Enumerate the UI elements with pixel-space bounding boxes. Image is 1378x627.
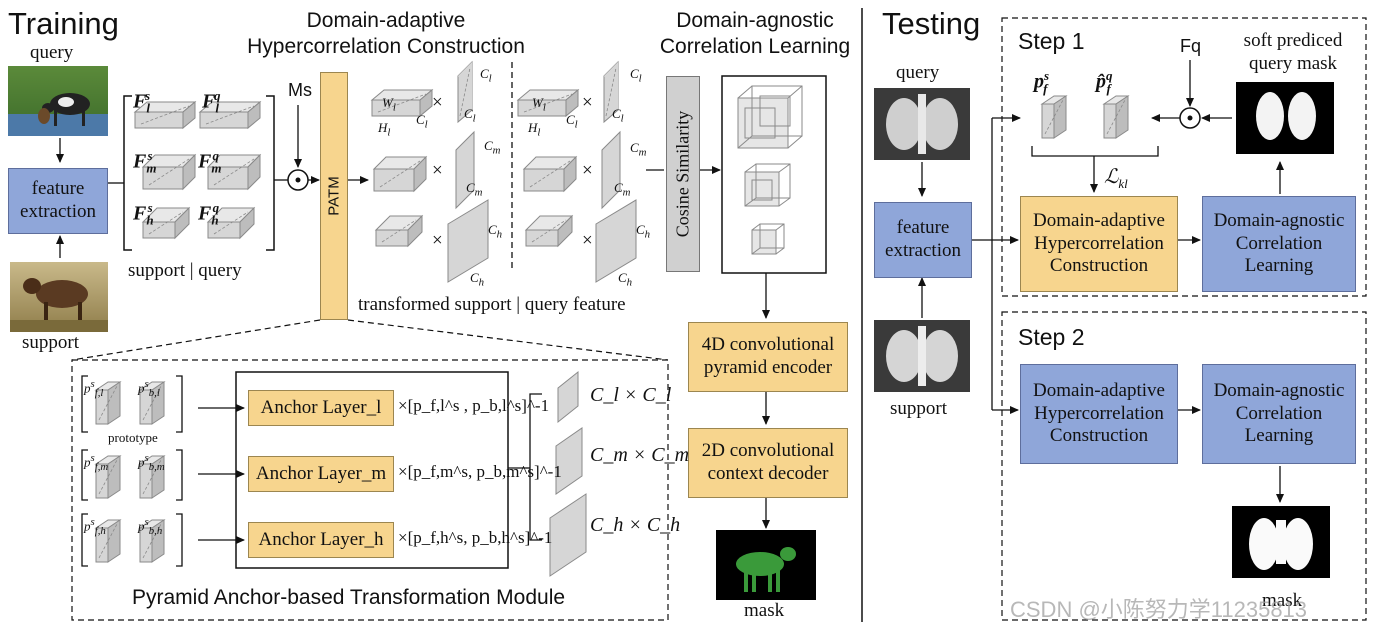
ch-label-d: Ch: [618, 270, 633, 289]
step2-dacl-block: Domain-agnostic Correlation Learning: [1202, 364, 1356, 464]
support-image: [10, 262, 108, 332]
anchor-formula-l: ×[p_f,l^s , p_b,l^s]^-1: [398, 396, 550, 415]
training-mask-label: mask: [744, 600, 785, 621]
training-support-label: support: [22, 332, 79, 353]
times-2: ×: [432, 160, 443, 181]
testing-query-xray: [874, 88, 970, 160]
cm-label-d: Cm: [614, 180, 631, 199]
proto-label-bl: psb,l: [138, 378, 160, 399]
feature-label-Fhq: Fhq: [198, 200, 220, 228]
cl-label-c: Cl: [630, 66, 642, 85]
feature-label-Fmq: Fmq: [198, 148, 222, 176]
step2-label: Step 2: [1018, 324, 1085, 350]
feature-label-Flq: Flq: [202, 88, 221, 116]
cl-depth-label-1: Cl: [416, 112, 428, 131]
watermark: CSDN @小陈努力学11235813: [1010, 597, 1308, 622]
times-1: ×: [432, 92, 443, 113]
feature-label-Fls: Fls: [133, 88, 151, 116]
cl-label-b: Cl: [464, 106, 476, 125]
cosine-similarity-label: Cosine Similarity: [672, 110, 693, 238]
cm-label-c: Cm: [630, 140, 647, 159]
step1-dacl-block: Domain-agnostic Correlation Learning: [1202, 196, 1356, 292]
training-query-label: query: [30, 42, 74, 63]
feature-label-Fms: Fms: [133, 148, 157, 176]
step1-dahc-block: Domain-adaptive Hypercorrelation Constru…: [1020, 196, 1178, 292]
hl-label-2: Hl: [528, 120, 541, 139]
decoder-block: 2D convolutional context decoder: [688, 428, 848, 498]
step1-label: Step 1: [1018, 28, 1085, 54]
support-query-caption: support | query: [128, 260, 242, 281]
cm-label-a: Cm: [484, 138, 501, 157]
testing-support-xray: [874, 320, 970, 392]
wl-label-1: Wl: [382, 95, 396, 114]
cl-label-d: Cl: [612, 106, 624, 125]
proto-label-fm: psf,m: [84, 452, 109, 473]
testing-support-label: support: [890, 398, 947, 419]
cosine-similarity-block: Cosine Similarity: [666, 76, 700, 272]
soft-mask-label: soft prediced query mask: [1243, 30, 1343, 74]
encoder-block: 4D convolutional pyramid encoder: [688, 322, 848, 392]
transformed-caption: transformed support | query feature: [358, 294, 626, 315]
training-feature-extraction: feature extraction: [8, 168, 108, 234]
wl-label-2: Wl: [532, 95, 546, 114]
pf-s-label: psf: [1034, 68, 1050, 96]
testing-query-label: query: [896, 62, 940, 83]
testing-feature-extraction: feature extraction: [874, 202, 972, 278]
ch-label-c: Ch: [636, 222, 651, 241]
ms-label: Ms: [288, 80, 312, 100]
patm-label: PATM: [325, 176, 343, 216]
pf-q-hat-label: p̂qf: [1096, 68, 1113, 96]
anchor-layer-h: Anchor Layer_h: [248, 522, 394, 558]
prototype-label: prototype: [108, 430, 158, 445]
patm-block: PATM: [320, 72, 348, 320]
proto-label-fh: psf,h: [84, 516, 106, 537]
testing-mask-image: [1232, 506, 1330, 578]
times-5: ×: [582, 160, 593, 181]
query-image: [8, 66, 108, 136]
proto-label-bm: psb,m: [138, 452, 165, 473]
times-4: ×: [582, 92, 593, 113]
anchor-layer-m: Anchor Layer_m: [248, 456, 394, 492]
kl-loss-label: ℒkl: [1104, 166, 1128, 191]
soft-mask-image: [1236, 82, 1334, 154]
anchor-formula-m: ×[p_f,m^s, p_b,m^s]^-1: [398, 462, 562, 481]
ch-label-a: Ch: [488, 222, 503, 241]
training-title: Training: [8, 6, 119, 41]
fq-label: Fq: [1180, 36, 1202, 56]
cm-label-b: Cm: [466, 180, 483, 199]
testing-title: Testing: [882, 6, 981, 41]
anchor-formula-h: ×[p_f,h^s, p_b,h^s]^-1: [398, 528, 553, 547]
cl-depth-label-2: Cl: [566, 112, 578, 131]
times-6: ×: [582, 230, 593, 251]
feature-label-Fhs: Fhs: [133, 200, 154, 228]
step2-dahc-block: Domain-adaptive Hypercorrelation Constru…: [1020, 364, 1178, 464]
output-cl: C_l × C_l: [590, 384, 672, 406]
patm-module-title: Pyramid Anchor-based Transformation Modu…: [132, 586, 566, 609]
dacl-heading: Domain-agnostic Correlation Learning: [659, 9, 851, 59]
dahc-heading: Domain-adaptive Hypercorrelation Constru…: [247, 9, 525, 59]
testing-mask-label: mask: [1262, 590, 1303, 611]
proto-label-bh: psb,h: [138, 516, 163, 537]
anchor-layer-l: Anchor Layer_l: [248, 390, 394, 426]
cl-label-a: Cl: [480, 66, 492, 85]
training-mask-image: [716, 530, 816, 600]
output-cm: C_m × C_m: [590, 444, 690, 466]
ch-label-b: Ch: [470, 270, 485, 289]
hl-label-1: Hl: [378, 120, 391, 139]
times-3: ×: [432, 230, 443, 251]
output-ch: C_h × C_h: [590, 514, 681, 536]
proto-label-fl: psf,l: [84, 378, 104, 399]
